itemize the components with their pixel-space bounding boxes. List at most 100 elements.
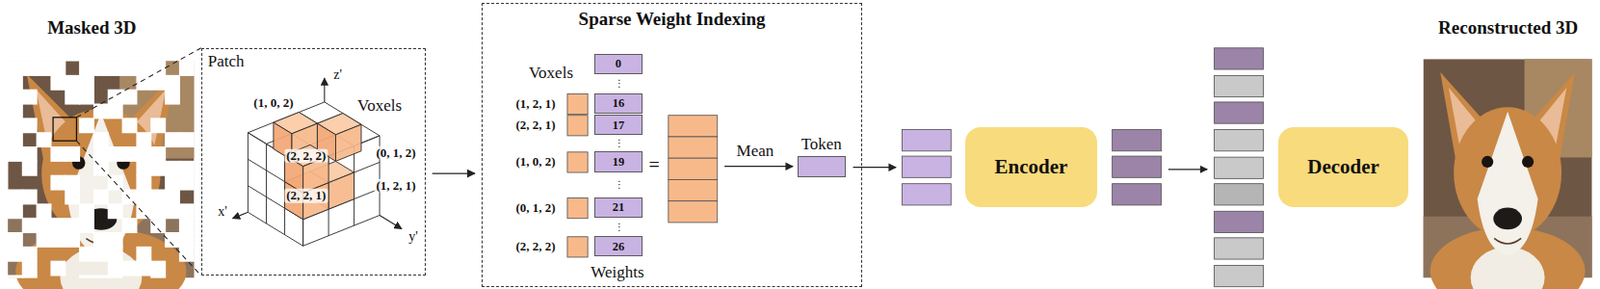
masked-photo (7, 61, 194, 289)
masked-patch (150, 60, 166, 77)
masked-patch (107, 146, 124, 162)
masked-patch (50, 232, 66, 248)
voxel-square (567, 152, 588, 173)
masked-patch (107, 60, 124, 77)
dog-eye (1521, 156, 1534, 168)
weight-box: 26 (594, 236, 643, 257)
masked-patch (22, 246, 38, 263)
masked-patch (179, 175, 195, 191)
masked-patch (122, 261, 138, 277)
masked-patch (50, 75, 66, 91)
masked-patch (122, 60, 138, 77)
token-cell (1214, 183, 1264, 206)
masked-patch (7, 131, 24, 148)
axis-line (233, 211, 249, 218)
masked-patch (135, 60, 152, 77)
masked-patch (107, 261, 124, 277)
masked-patch (64, 146, 80, 162)
token-cell (1214, 75, 1264, 97)
masked-patch (7, 60, 24, 77)
voxel-square (567, 115, 588, 136)
voxel-face (336, 124, 362, 161)
illustration (7, 48, 1593, 289)
weighted-cell (668, 115, 718, 137)
connector-arrow (432, 172, 475, 174)
weighted-cell (668, 201, 718, 223)
ellipsis-mark: ⋮ (614, 180, 625, 190)
masked-patch (7, 232, 24, 248)
masked-patch (78, 117, 95, 133)
weighted-cell (668, 136, 718, 158)
masked-patch (7, 246, 24, 263)
masked-patch (164, 189, 181, 206)
masked-patch (36, 131, 53, 148)
zoom-square (52, 117, 77, 141)
masked-patch (93, 104, 109, 120)
masked-patch (179, 131, 195, 148)
weight-box: 17 (594, 114, 643, 135)
dog-nose (1493, 208, 1522, 231)
masked-patch (179, 160, 195, 177)
grid-line (247, 211, 303, 246)
masked-patch (7, 189, 24, 206)
voxel-coordinate: (0, 1, 2) (373, 146, 418, 160)
masked-patch (150, 160, 166, 177)
dog-body (15, 227, 186, 289)
figure-title: Reconstructed 3D (1438, 17, 1578, 38)
masked-patch (64, 232, 80, 248)
masked-patch (164, 203, 181, 219)
masked-patch (150, 261, 166, 277)
masked-patch (22, 217, 38, 234)
masked-patch (22, 117, 38, 133)
mask-patches (7, 60, 195, 279)
token-cell (1214, 102, 1264, 124)
axis-label: x' (215, 205, 230, 220)
grid-line (303, 215, 380, 247)
part-label: Voxels (355, 97, 404, 116)
masked-patch (50, 146, 66, 162)
masked-patch (7, 104, 24, 120)
ellipsis-mark: ⋮ (614, 222, 625, 233)
masked-patch (78, 246, 95, 263)
voxel-coordinate: (0, 1, 2) (516, 201, 556, 215)
masked-patch (93, 146, 109, 162)
masked-patch (150, 203, 166, 219)
masked-patch (135, 189, 152, 206)
token-cell (1112, 130, 1162, 152)
node-text: 26 (612, 240, 626, 254)
axis-line (379, 215, 402, 230)
token-cell (1214, 130, 1264, 152)
masked-patch (93, 232, 109, 248)
masked-patch (7, 203, 24, 219)
masked-patch (135, 203, 152, 219)
grid-line (265, 143, 267, 224)
weight-box: 0 (594, 53, 643, 75)
voxel-face (328, 172, 354, 210)
masked-patch (22, 60, 38, 77)
masked-patch (107, 203, 124, 219)
masked-patch (22, 189, 38, 206)
masked-patch (93, 60, 109, 77)
masked-patch (135, 261, 152, 277)
token-cell (1214, 237, 1264, 260)
column-heading: Voxels (528, 64, 574, 83)
masked-patch (22, 89, 38, 105)
masked-patch (22, 160, 38, 177)
masked-patch (78, 203, 95, 219)
masked-patch (7, 146, 24, 162)
weight-box: 19 (594, 151, 643, 172)
masked-patch (135, 160, 152, 177)
dog-mouth (1494, 237, 1522, 244)
dog-chest (59, 247, 142, 289)
masked-patch (93, 189, 109, 206)
masked-patch (22, 274, 38, 278)
node-text: 0 (615, 57, 622, 71)
masked-patch (93, 274, 109, 278)
frame-title: Sparse Weight Indexing (482, 8, 862, 30)
node-text: Encoder (995, 155, 1069, 180)
masked-patch (150, 274, 166, 278)
masked-patch (122, 89, 138, 105)
voxel-coordinate: (2, 2, 2) (516, 239, 556, 254)
masked-patch (50, 261, 66, 277)
masked-patch (78, 60, 95, 77)
